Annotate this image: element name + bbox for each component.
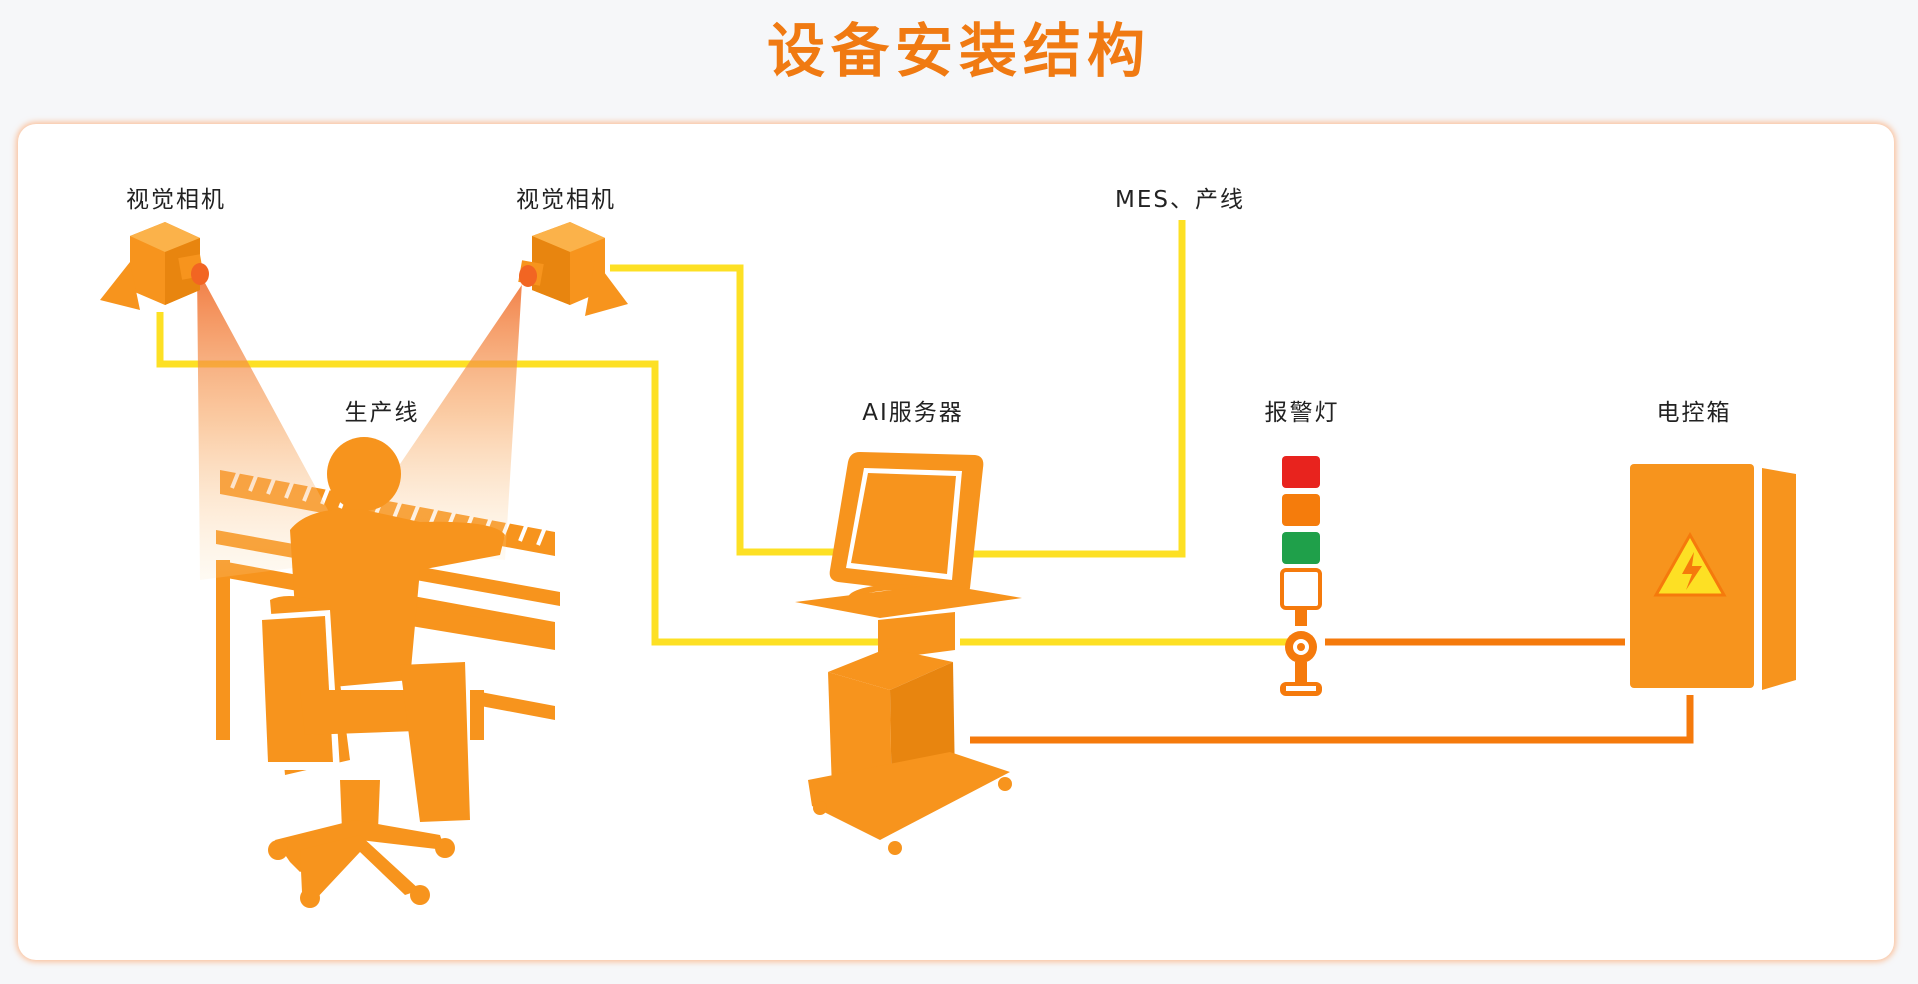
camera-left-beam (197, 268, 355, 580)
label-alarm-light: 报警灯 (1265, 400, 1340, 426)
label-control-box: 电控箱 (1657, 400, 1732, 426)
label-ai-server: AI服务器 (862, 400, 964, 426)
ai-server-icon (795, 452, 1022, 855)
alarm-light-icon (1280, 456, 1322, 696)
operator-icon (255, 437, 505, 908)
label-production-line: 生产线 (345, 400, 420, 426)
page-title: 设备安装结构 (766, 17, 1151, 85)
cable-camera-right-to-server (610, 264, 840, 556)
power-cables (970, 638, 1694, 744)
cable-control-box-to-server (970, 695, 1694, 744)
label-camera-left: 视觉相机 (126, 187, 226, 213)
cable-camera-left-to-server (156, 312, 880, 646)
camera-right-icon (518, 222, 628, 316)
control-box-icon (1630, 464, 1796, 690)
data-cables (156, 220, 1290, 646)
label-mes: MES、产线 (1115, 187, 1245, 213)
cable-mes-to-server (962, 220, 1186, 558)
camera-left-icon (100, 222, 209, 310)
label-camera-right: 视觉相机 (516, 187, 616, 213)
